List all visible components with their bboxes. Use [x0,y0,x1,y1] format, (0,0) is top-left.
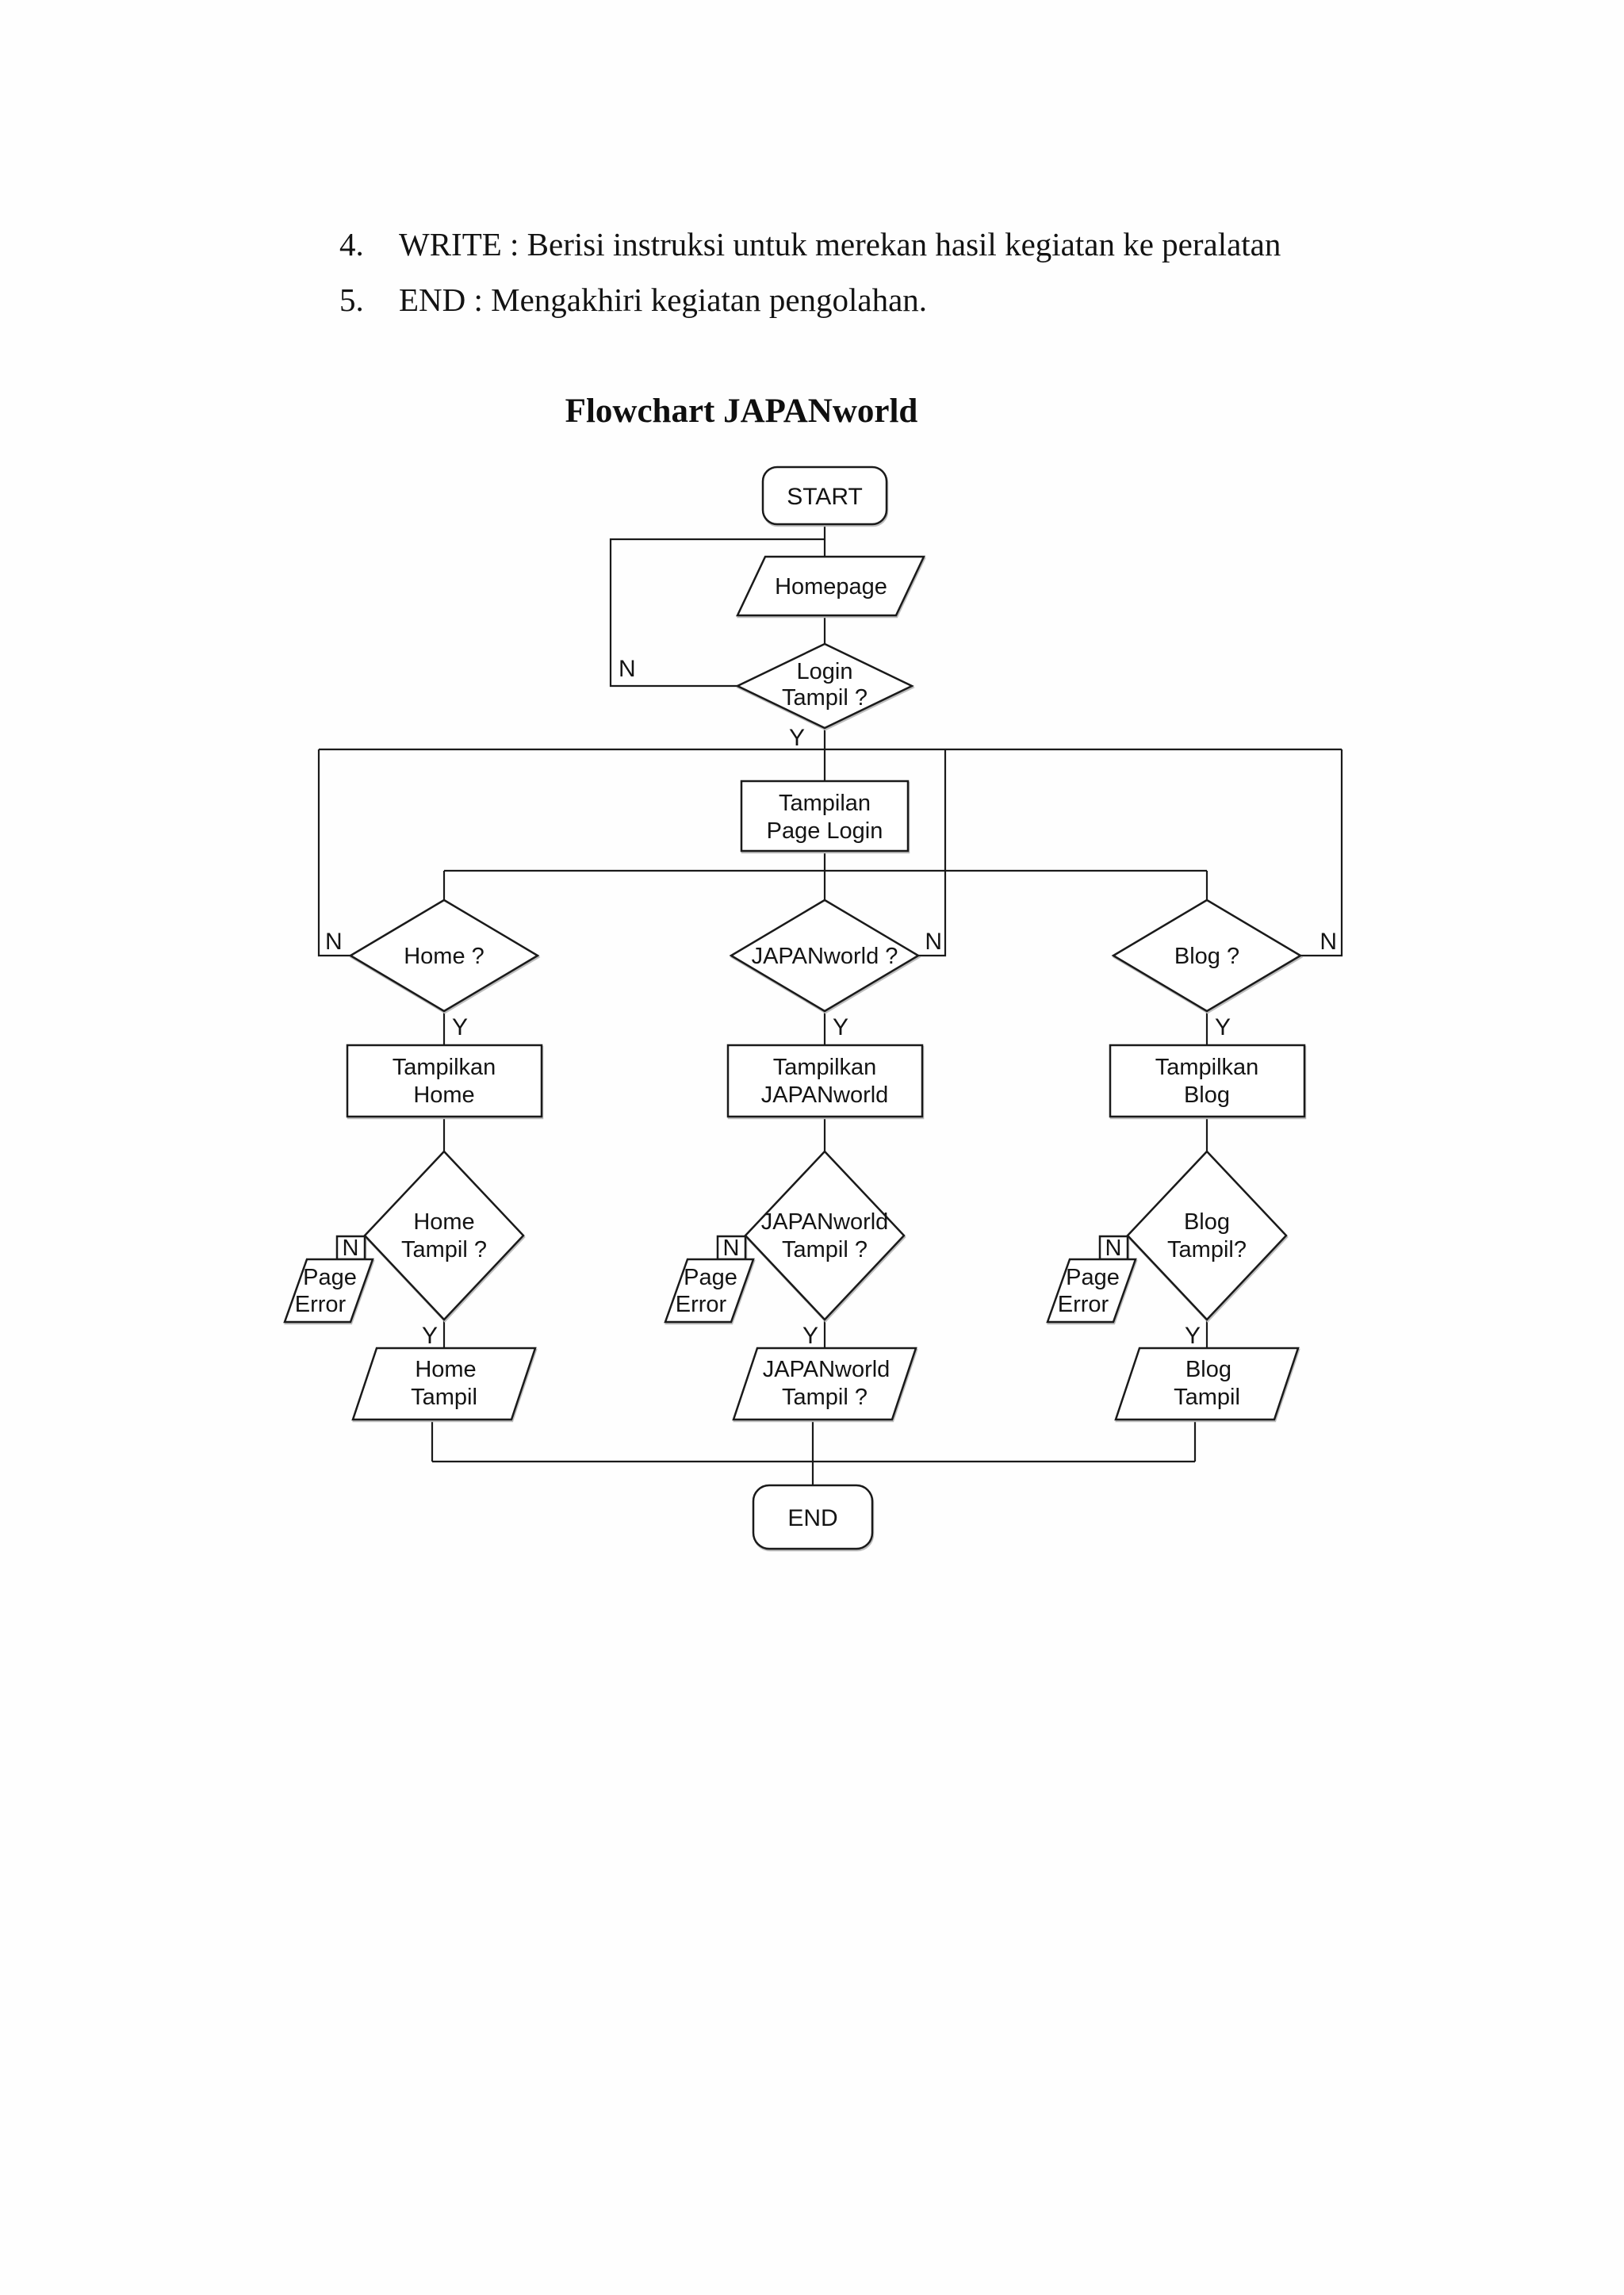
blog-no-label: N [1320,929,1337,955]
login-no-label: N [619,656,636,682]
home-check-decision-node [363,1150,525,1321]
japanworld-check-no-label: N [723,1236,740,1261]
japanworld-check-yes-label: Y [802,1323,818,1349]
home-check-yes-label: Y [422,1323,438,1349]
homepage-io-node [736,555,925,617]
home-check-label-line2: Tampil ? [401,1237,487,1262]
login-label-line2: Tampil ? [782,685,868,711]
list-item-write: 4. WRITE : Berisi instruksi untuk merekan… [339,228,1281,261]
show-home-label-line1: Tampilkan [393,1055,496,1080]
flowchart-texts: START Homepage Login Tampil ? N Y Tampil… [295,484,1337,1531]
japanworld-decision-node [729,898,921,1013]
japanworld-page-error-line2: Error [676,1292,727,1317]
japanworld-no-label: N [925,929,942,955]
japanworld-check-decision-node [744,1150,906,1321]
login-decision-node [735,642,914,730]
home-output-node [351,1347,537,1421]
home-decision-label: Home ? [404,944,485,969]
home-yes-label: Y [452,1014,468,1040]
blog-check-no-label: N [1105,1236,1122,1261]
home-check-no-label: N [343,1236,359,1261]
blog-page-error-line1: Page [1066,1265,1120,1290]
login-label-line1: Login [797,659,853,684]
list-number: 4. [339,226,364,262]
home-page-error-line1: Page [303,1265,357,1290]
list-text: WRITE : Berisi instruksi untuk merekan h… [399,226,1281,262]
home-no-label: N [325,929,343,955]
edge-login-no-loop [609,538,825,688]
show-blog-process-node [1109,1044,1306,1118]
page-login-process-node [740,780,910,852]
flowchart-edges [317,524,1343,1485]
home-page-error-node [283,1258,374,1324]
show-blog-label-line2: Blog [1184,1082,1230,1108]
home-page-error-line2: Error [295,1292,347,1317]
japanworld-page-error-line1: Page [684,1265,737,1290]
japanworld-check-label-line1: JAPANworld [761,1209,889,1235]
blog-check-decision-node [1126,1150,1288,1321]
start-node [761,466,888,526]
show-home-label-line2: Home [413,1082,474,1108]
start-label: START [787,484,863,510]
blog-check-label-line1: Blog [1184,1209,1230,1235]
japanworld-check-label-line2: Tampil ? [782,1237,868,1262]
blog-output-line2: Tampil [1174,1385,1240,1410]
blog-check-yes-label: Y [1185,1323,1201,1349]
japanworld-page-error-node [664,1258,755,1324]
blog-check-label-line2: Tampil? [1167,1237,1247,1262]
blog-page-error-node [1046,1258,1137,1324]
blog-output-line1: Blog [1185,1357,1231,1382]
show-japanworld-label-line1: Tampilkan [773,1055,877,1080]
end-label: END [787,1505,837,1531]
edge-home-no-return [317,749,350,957]
list-item-end: 5. END : Mengakhiri kegiatan pengolahan. [339,284,927,316]
end-node [752,1484,874,1550]
japanworld-output-line2: Tampil ? [782,1385,868,1410]
show-blog-label-line1: Tampilkan [1155,1055,1259,1080]
japanworld-decision-label: JAPANworld ? [752,944,898,969]
page-login-label-line1: Tampilan [779,791,871,816]
login-yes-label: Y [789,725,805,751]
japanworld-no-label-box [716,1235,747,1261]
japanworld-output-line1: JAPANworld [763,1357,891,1382]
list-number: 5. [339,282,364,318]
japanworld-output-node [732,1347,917,1421]
home-output-line1: Home [415,1357,476,1382]
show-japanworld-label-line2: JAPANworld [761,1082,889,1108]
home-no-label-box [335,1235,366,1261]
blog-page-error-line2: Error [1058,1292,1109,1317]
blog-yes-label: Y [1215,1014,1231,1040]
show-japanworld-process-node [726,1044,924,1118]
list-text: END : Mengakhiri kegiatan pengolahan. [399,282,928,318]
page-title: Flowchart JAPANworld [565,393,918,430]
japanworld-yes-label: Y [833,1014,848,1040]
edge-japanworld-no-return [918,749,947,957]
blog-output-node [1114,1347,1300,1421]
flowchart-shapes [283,466,1306,1550]
home-check-label-line1: Home [413,1209,474,1235]
show-home-process-node [346,1044,543,1118]
home-output-line2: Tampil [411,1385,477,1410]
blog-decision-node [1111,898,1303,1013]
blog-decision-label: Blog ? [1174,944,1239,969]
home-decision-node [348,898,540,1013]
page-login-label-line2: Page Login [767,818,883,844]
edge-blog-no-return [1300,749,1343,957]
homepage-label: Homepage [775,574,887,600]
